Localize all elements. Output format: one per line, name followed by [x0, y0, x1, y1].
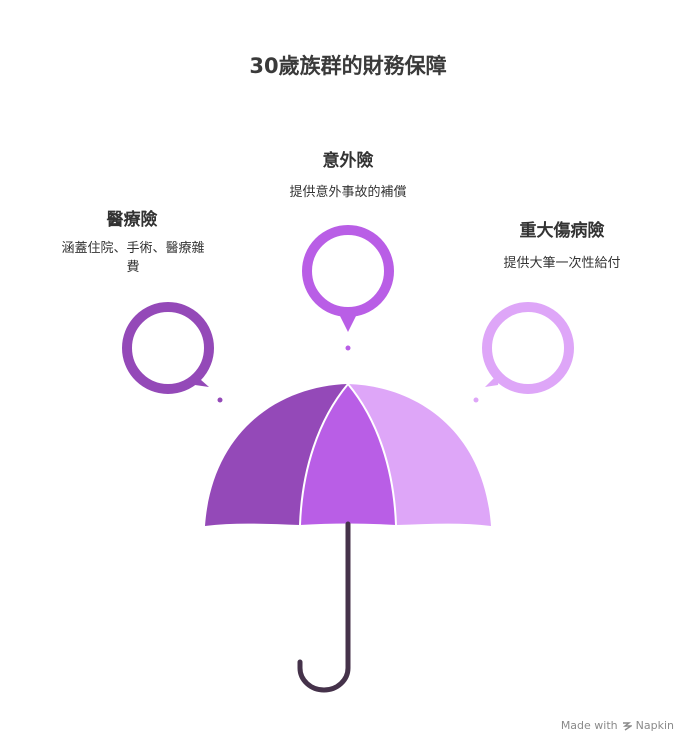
canopy-panel-medical [205, 384, 348, 526]
speech-bubble-medical [122, 302, 223, 403]
item-description-critical-illness: 提供大筆一次性給付 [503, 256, 621, 271]
item-label-medical: 醫療險 [106, 210, 158, 230]
item-description-medical: 涵蓋住院、手術、醫療雜費 [61, 241, 205, 275]
bubble-tail-accident [338, 312, 358, 332]
speech-bubble-critical-illness [473, 302, 574, 403]
watermark-brand: Napkin [635, 719, 674, 732]
umbrella-canopy [205, 383, 491, 526]
bubble-dot-medical [217, 397, 223, 403]
diagram-title: 30歲族群的財務保障 [249, 54, 447, 78]
watermark: Made with Napkin [561, 719, 674, 732]
bubble-dot-critical-illness [473, 397, 479, 403]
canopy-panel-critical-illness [348, 384, 491, 526]
bubble-dot-accident [345, 345, 351, 351]
item-description-accident: 提供意外事故的補償 [289, 185, 407, 200]
watermark-text: Made with [560, 719, 618, 732]
canopy-panel-accident [300, 384, 396, 525]
canopy-rib-right [347, 383, 397, 526]
item-label-critical-illness: 重大傷病險 [519, 221, 605, 241]
canopy-rib-left [299, 383, 349, 526]
napkin-logo-icon [622, 721, 632, 731]
umbrella-handle [297, 521, 351, 693]
speech-bubble-accident [302, 225, 394, 351]
item-label-accident: 意外險 [322, 151, 374, 171]
